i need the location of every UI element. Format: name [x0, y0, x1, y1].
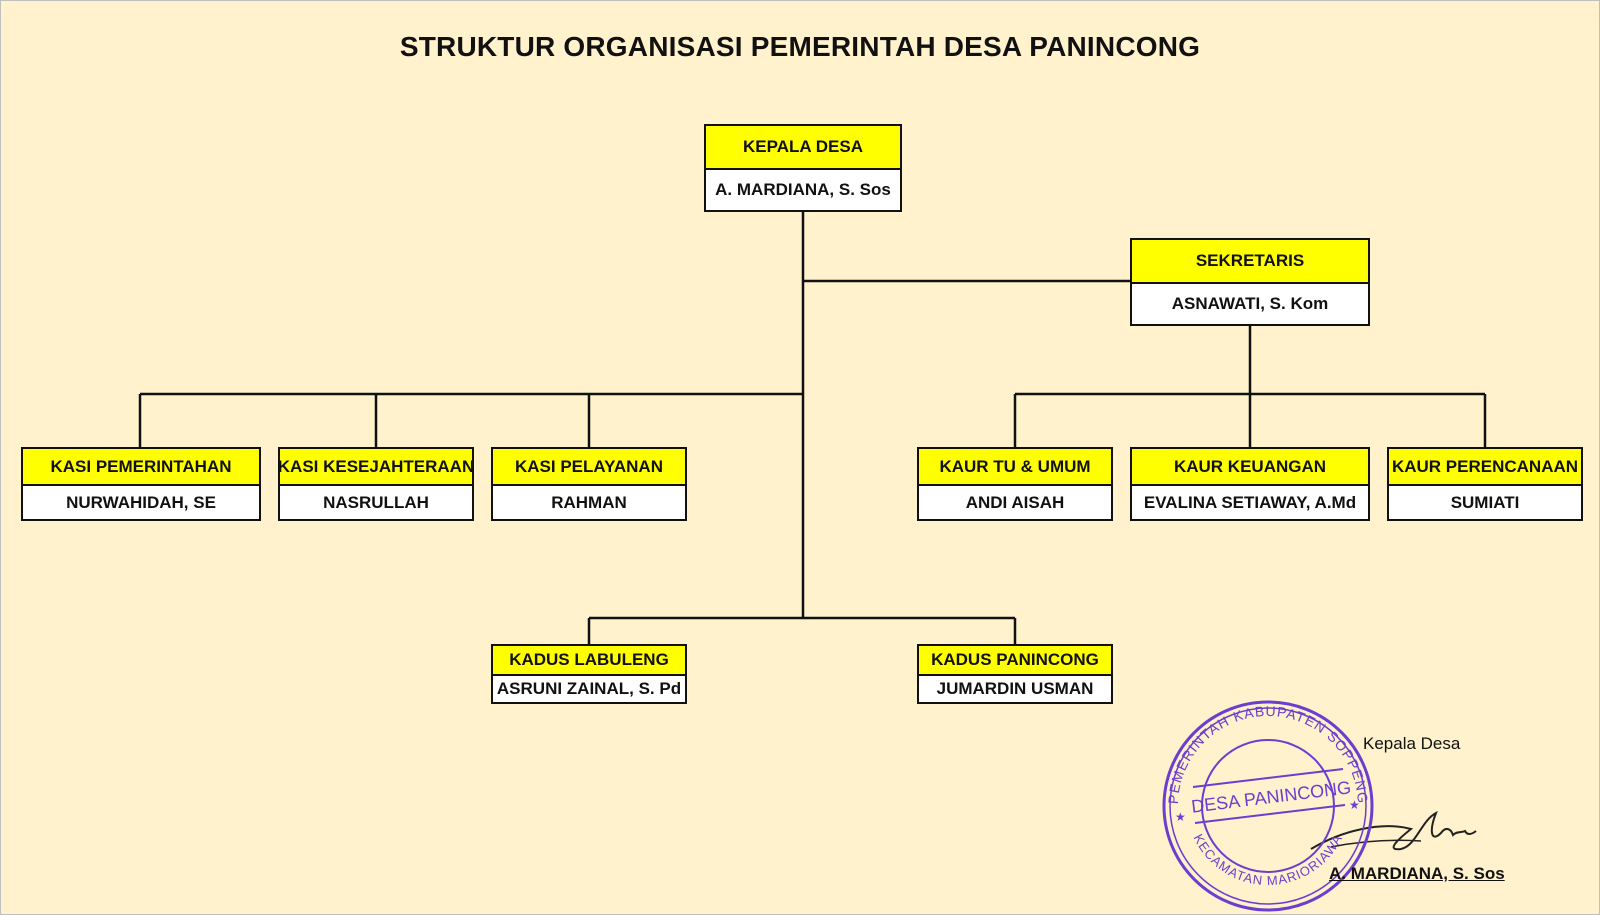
role-label: KASI PELAYANAN: [493, 449, 685, 486]
role-label: KAUR PERENCANAAN: [1389, 449, 1581, 486]
box-kasi-kesejahteraan: KASI KESEJAHTERAAN NASRULLAH: [278, 447, 474, 521]
role-label: KASI KESEJAHTERAAN: [278, 449, 474, 486]
box-sekretaris: SEKRETARIS ASNAWATI, S. Kom: [1130, 238, 1370, 326]
name-label: SUMIATI: [1450, 492, 1520, 512]
name-label: EVALINA SETIAWAY, A.Md: [1143, 492, 1357, 512]
stamp-star-left: ★: [1175, 810, 1186, 824]
official-stamp: PEMERINTAH KABUPATEN SOPPENG KECAMATAN M…: [1162, 700, 1374, 912]
name-label: JUMARDIN USMAN: [936, 679, 1094, 698]
box-kadus-labuleng: KADUS LABULENG ASRUNI ZAINAL, S. Pd: [491, 644, 687, 704]
signature-title: Kepala Desa: [1363, 734, 1461, 753]
chart-title: STRUKTUR ORGANISASI PEMERINTAH DESA PANI…: [399, 31, 1201, 62]
role-label: KAUR TU & UMUM: [919, 449, 1111, 486]
name-label: ASNAWATI, S. Kom: [1171, 294, 1329, 313]
box-kaur-keuangan: KAUR KEUANGAN EVALINA SETIAWAY, A.Md: [1130, 447, 1370, 521]
signature-name: A. MARDIANA, S. Sos: [1329, 864, 1505, 883]
name-label: NURWAHIDAH, SE: [66, 492, 216, 512]
role-label: KAUR KEUANGAN: [1132, 449, 1368, 486]
box-kaur-perencanaan: KAUR PERENCANAAN SUMIATI: [1387, 447, 1583, 521]
role-label: KEPALA DESA: [706, 126, 900, 170]
box-kaur-tu-umum: KAUR TU & UMUM ANDI AISAH: [917, 447, 1113, 521]
name-label: ASRUNI ZAINAL, S. Pd: [496, 679, 682, 698]
box-kepala-desa: KEPALA DESA A. MARDIANA, S. Sos: [704, 124, 902, 212]
stamp-star-right: ★: [1349, 798, 1360, 812]
stamp-center-text: DESA PANINCONG: [1190, 777, 1352, 816]
role-label: SEKRETARIS: [1132, 240, 1368, 284]
box-kasi-pemerintahan: KASI PEMERINTAHAN NURWAHIDAH, SE: [21, 447, 261, 521]
handwritten-signature: [1310, 810, 1477, 851]
role-label: KADUS PANINCONG: [919, 646, 1111, 676]
stamp-bottom-text: KECAMATAN MARIORIAWA: [1191, 832, 1346, 889]
box-kadus-panincong: KADUS PANINCONG JUMARDIN USMAN: [917, 644, 1113, 704]
name-label: RAHMAN: [551, 492, 627, 512]
name-label: ANDI AISAH: [965, 492, 1065, 512]
box-kasi-pelayanan: KASI PELAYANAN RAHMAN: [491, 447, 687, 521]
name-label: A. MARDIANA, S. Sos: [715, 180, 891, 199]
role-label: KASI PEMERINTAHAN: [23, 449, 259, 486]
role-label: KADUS LABULENG: [493, 646, 685, 676]
name-label: NASRULLAH: [323, 492, 429, 512]
